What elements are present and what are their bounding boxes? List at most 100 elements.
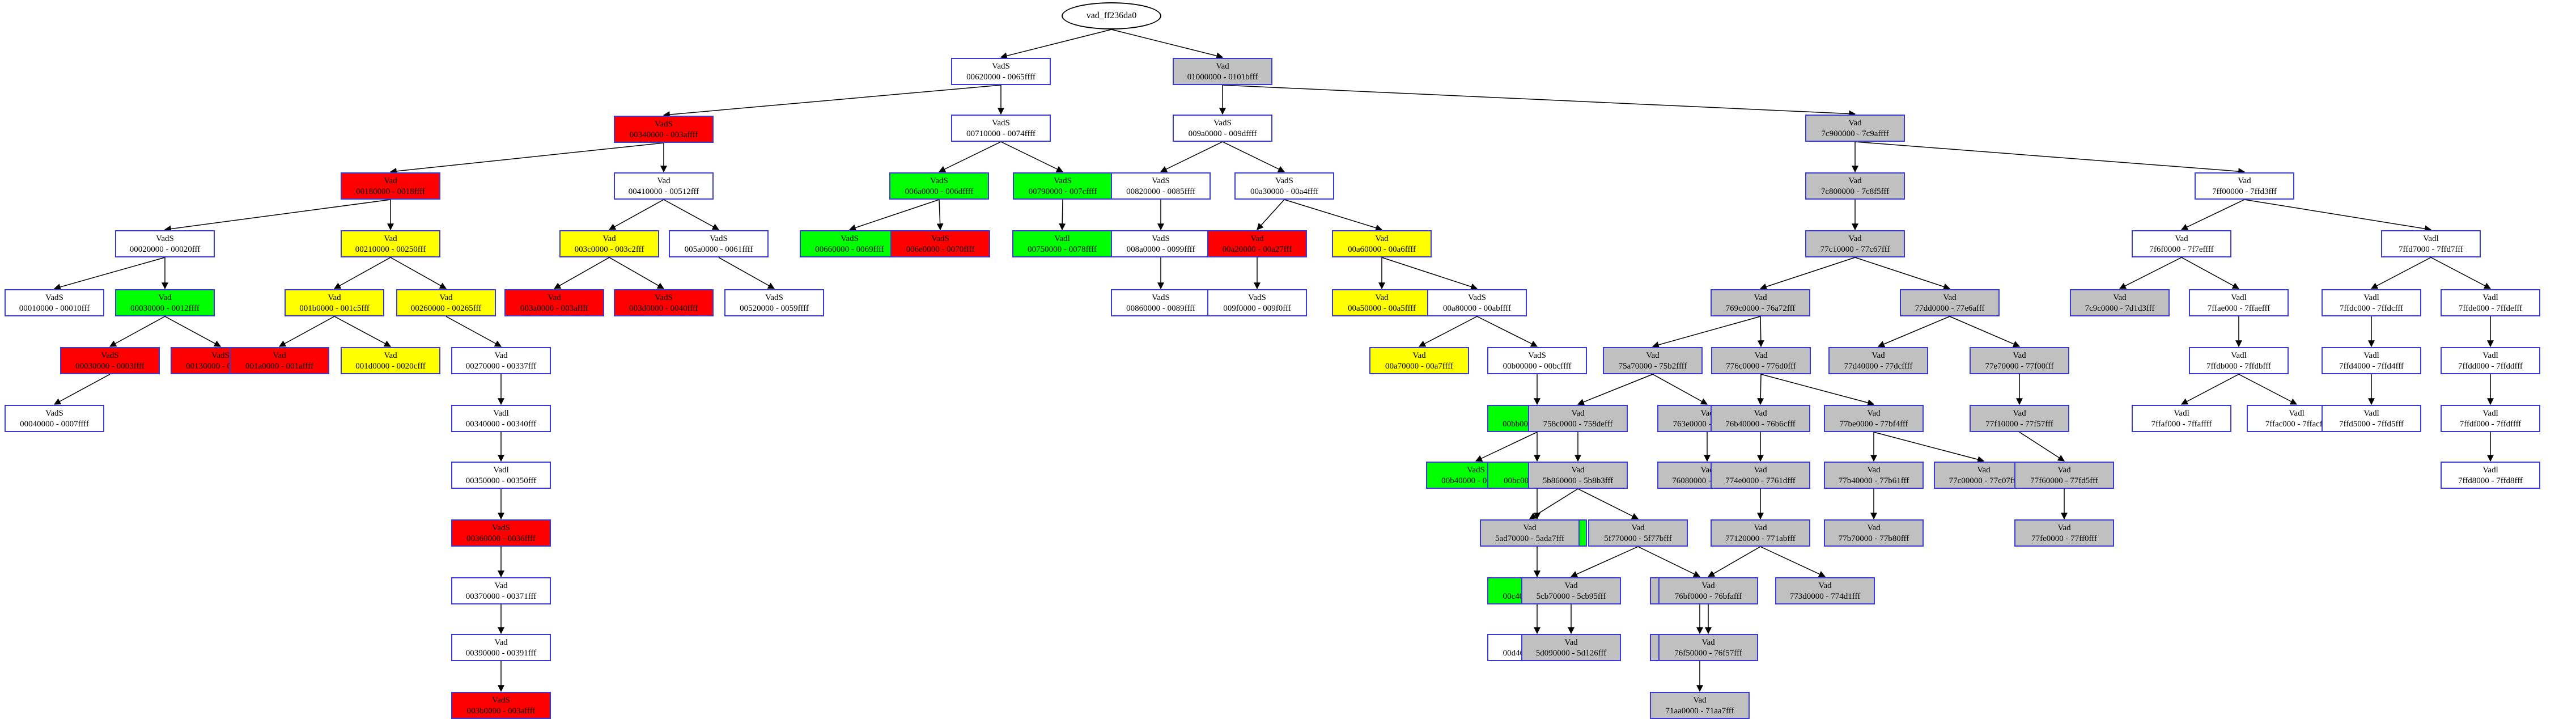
vad-node-range: 7ffdd000 - 7ffddfff bbox=[2458, 362, 2523, 371]
vad-node-type: VadS bbox=[45, 409, 63, 418]
vad-node-range: 5b860000 - 5b8b3fff bbox=[1542, 476, 1614, 485]
vad-node-type: Vad bbox=[1700, 466, 1714, 475]
vad-node-range: 009f0000 - 009f0fff bbox=[1223, 304, 1291, 313]
tree-edge bbox=[1877, 316, 1950, 348]
tree-edge bbox=[1476, 316, 1538, 347]
vad-node-range: 77f60000 - 77fd5fff bbox=[2030, 476, 2098, 485]
tree-edge bbox=[938, 141, 1001, 172]
vad-node-type: Vad bbox=[548, 293, 561, 302]
tree-edge bbox=[53, 257, 165, 290]
vad-node-type: Vad bbox=[1523, 523, 1537, 532]
vad-node-type: Vad bbox=[384, 234, 397, 243]
vad-node-type: Vad bbox=[1867, 466, 1881, 475]
vad-node-type: VadS bbox=[992, 62, 1010, 71]
vad-node-type: Vad bbox=[2113, 293, 2127, 302]
vad-node-range: 00a70000 - 00a7ffff bbox=[1385, 362, 1453, 371]
vad-node-range: 00340000 - 00340fff bbox=[465, 420, 537, 429]
vad-node-type: Vad bbox=[1754, 351, 1768, 360]
vad-node-range: 77c00000 - 77c07fff bbox=[1949, 476, 2019, 485]
vad-node-range: 00350000 - 00350fff bbox=[465, 476, 537, 485]
vad-node-range: 7ff00000 - 7ffd3fff bbox=[2212, 187, 2277, 196]
tree-edge bbox=[1570, 546, 1639, 578]
vad-node-range: 00660000 - 0069ffff bbox=[815, 245, 884, 254]
vad-node-type: VadS bbox=[156, 234, 174, 243]
vad-node: VadS 00020000 - 00020fff bbox=[115, 230, 215, 257]
vad-node-type: VadS bbox=[710, 234, 728, 243]
vad-node-range: 776c0000 - 776d0fff bbox=[1726, 362, 1796, 371]
tree-edge bbox=[109, 316, 165, 347]
vad-node-range: 008a0000 - 0099ffff bbox=[1126, 245, 1195, 254]
vad-node-range: 00040000 - 0007ffff bbox=[20, 420, 89, 429]
vad-node-range: 009a0000 - 009dffff bbox=[1188, 129, 1257, 138]
tree-edge bbox=[2370, 257, 2431, 289]
tree-edge bbox=[1760, 546, 1826, 577]
vad-node-type: Vad bbox=[1693, 696, 1707, 705]
tree-edge bbox=[164, 316, 222, 347]
vad-node-type: Vad bbox=[1754, 466, 1767, 475]
tree-edge bbox=[1577, 488, 1639, 519]
tree-edge bbox=[2238, 374, 2298, 405]
vad-node-type: Vad bbox=[384, 351, 397, 360]
tree-edge bbox=[1652, 374, 1708, 405]
vad-node-range: 00020000 - 00020fff bbox=[129, 245, 201, 254]
vad-node-range: 00620000 - 0065ffff bbox=[966, 73, 1036, 82]
vad-node-range: 00a50000 - 00a5ffff bbox=[1348, 304, 1416, 313]
vad-node-type: VadS bbox=[1152, 293, 1170, 302]
vad-node-type: Vad bbox=[1754, 409, 1767, 418]
vad-node-type: VadS bbox=[841, 234, 859, 243]
tree-edge bbox=[848, 199, 940, 231]
vad-node-type: VadS bbox=[931, 234, 949, 243]
vad-node-range: 00a80000 - 00abffff bbox=[1443, 304, 1511, 313]
vad-node-range: 00a20000 - 00a27fff bbox=[1222, 245, 1292, 254]
vad-node-type: Vad bbox=[1216, 62, 1229, 71]
vad-node-range: 003b0000 - 003affff bbox=[466, 707, 536, 716]
vad-node-range: 769c0000 - 76a72fff bbox=[1725, 304, 1796, 313]
vad-node-range: 00360000 - 0036ffff bbox=[466, 534, 536, 543]
vad-node-type: Vad bbox=[2238, 176, 2251, 185]
tree-edge bbox=[1000, 141, 1064, 172]
vad-node: VadS 00660000 - 0069ffff bbox=[800, 230, 899, 257]
vad-node-range: 00820000 - 0085ffff bbox=[1126, 187, 1195, 196]
vad-node-type: Vad bbox=[1375, 293, 1389, 302]
vad-node-type: Vad bbox=[2057, 466, 2071, 475]
vad-node-type: VadS bbox=[655, 293, 673, 302]
tree-edge bbox=[663, 199, 720, 230]
vad-node-type: Vad bbox=[494, 638, 508, 647]
vad-node-range: 5cb70000 - 5cb95fff bbox=[1536, 592, 1606, 601]
vad-node-type: Vadl bbox=[2482, 409, 2498, 418]
tree-edge bbox=[1854, 257, 1951, 290]
tree-edge bbox=[1111, 29, 1224, 60]
tree-edge bbox=[1284, 199, 1383, 231]
root-node: vad_ff236da0 bbox=[1062, 2, 1161, 29]
vad-node-range: 7f6f0000 - 7f7effff bbox=[2149, 245, 2214, 254]
vad-node-type: Vad bbox=[1250, 234, 1264, 243]
vad-node-range: 001d0000 - 0020cfff bbox=[355, 362, 426, 371]
vad-node-type: Vad bbox=[1943, 293, 1957, 302]
